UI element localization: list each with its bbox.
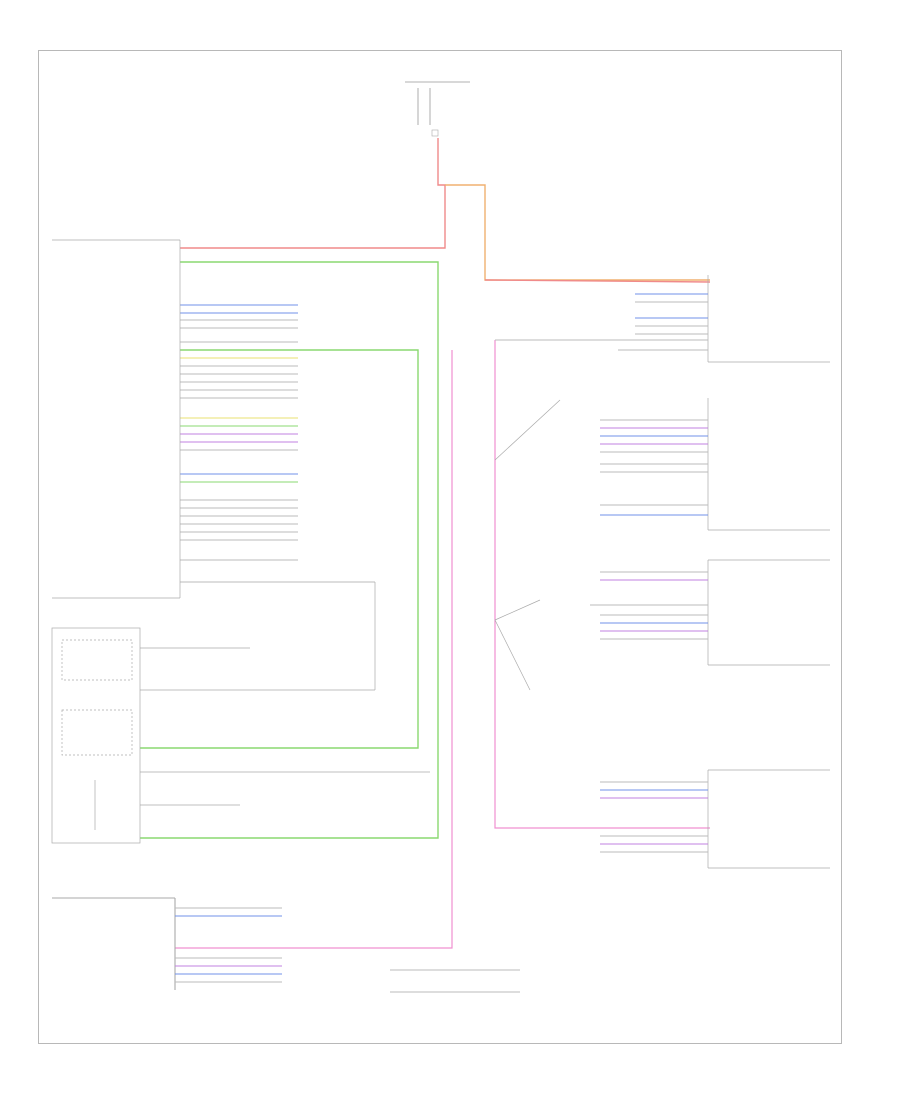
right-module-4	[707, 769, 830, 869]
left-connector-middle	[180, 417, 375, 583]
right-module-1	[707, 275, 830, 363]
power-source	[405, 81, 470, 137]
right-wires-1	[495, 293, 708, 351]
pink-wire	[175, 340, 710, 949]
right-wires-2	[600, 419, 708, 516]
green-loop	[140, 261, 439, 839]
branch-lines	[494, 399, 561, 691]
bottom-module	[52, 897, 520, 993]
right-wires-3	[590, 571, 708, 640]
right-wires-4	[600, 781, 708, 853]
lower-left-module	[51, 582, 430, 844]
main-feed-wires	[180, 138, 711, 283]
right-module-2	[707, 398, 830, 531]
left-module-outline	[52, 239, 181, 599]
right-module-3	[707, 559, 830, 666]
left-connector-upper	[180, 304, 298, 399]
diagram-frame	[38, 50, 842, 1044]
